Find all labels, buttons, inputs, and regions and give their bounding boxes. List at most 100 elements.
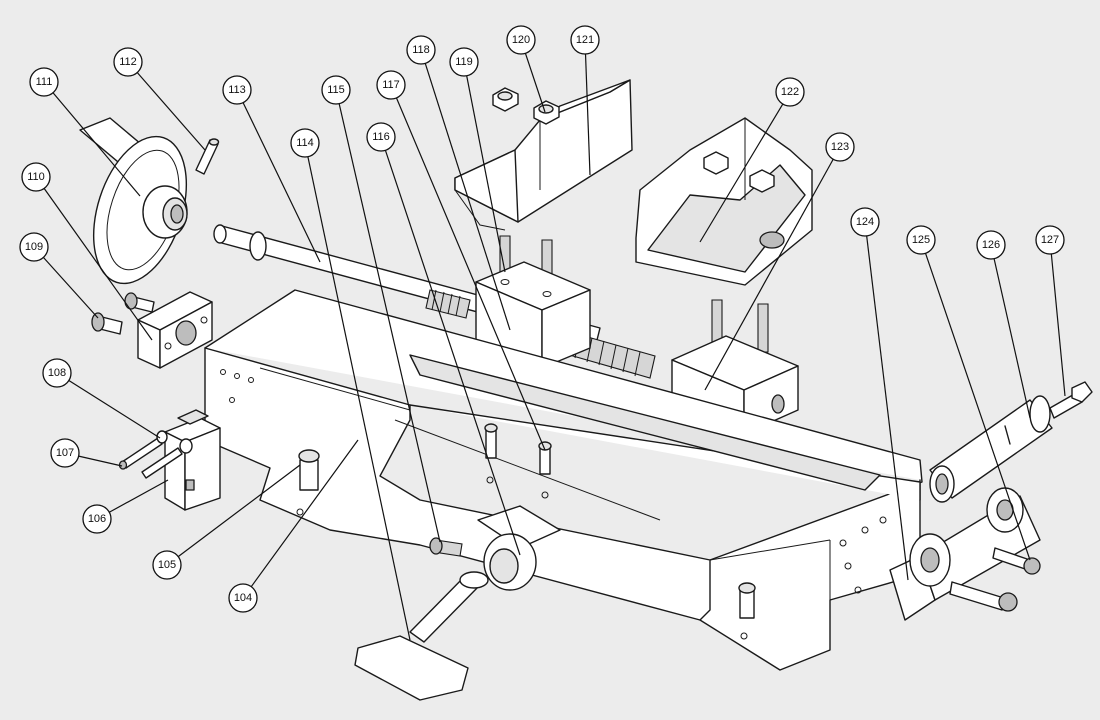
callout-120: 120 — [506, 25, 546, 113]
callout-leader — [307, 156, 411, 641]
callout-label: 116 — [372, 131, 390, 143]
main-base — [204, 289, 923, 671]
callout-leader — [338, 103, 441, 543]
callout-circle — [42, 358, 72, 388]
callout-109: 109 — [19, 232, 99, 319]
callout-leader — [177, 464, 301, 558]
callout-circle — [290, 128, 320, 158]
callout-leader — [52, 92, 141, 197]
callout-leader — [993, 258, 1031, 419]
callout-label: 120 — [512, 34, 530, 46]
callout-label: 111 — [36, 76, 53, 88]
pin — [195, 138, 220, 175]
callout-label: 124 — [856, 216, 874, 228]
callout-116: 116 — [366, 122, 521, 556]
callout-label: 127 — [1041, 234, 1059, 246]
callout-113: 113 — [222, 75, 321, 263]
callout-108: 108 — [42, 358, 161, 439]
callout-104: 104 — [228, 439, 359, 613]
callout-119: 119 — [449, 47, 506, 273]
callout-circle — [21, 162, 51, 192]
callout-label: 122 — [781, 86, 799, 98]
callout-label: 123 — [831, 141, 849, 153]
set-screw — [429, 537, 463, 557]
base-screw — [298, 423, 756, 619]
hex-nuts-upper — [492, 87, 560, 125]
callout-circle — [775, 77, 805, 107]
callout-label: 108 — [48, 367, 66, 379]
callout-label: 118 — [412, 44, 430, 56]
callout-label: 125 — [912, 234, 930, 246]
callout-leader — [584, 53, 591, 176]
cap-screws — [91, 292, 155, 335]
callout-circle — [366, 122, 396, 152]
callout-circle — [906, 225, 936, 255]
callout-118: 118 — [406, 35, 511, 331]
callout-circle — [976, 230, 1006, 260]
callout-123: 123 — [704, 132, 855, 391]
callout-122: 122 — [699, 77, 805, 243]
callout-circle — [228, 583, 258, 613]
callout-label: 110 — [27, 171, 45, 183]
callout-leader — [242, 102, 321, 263]
studs-and-block-left — [475, 235, 591, 369]
callout-leader — [466, 75, 506, 273]
crank-handle — [354, 571, 489, 701]
callout-111: 111 — [29, 67, 141, 197]
callout-circle — [1035, 225, 1065, 255]
callout-circle — [449, 47, 479, 77]
callout-circle — [50, 438, 80, 468]
callout-leader — [704, 158, 834, 391]
callout-121: 121 — [570, 25, 600, 176]
limit-switch — [164, 409, 221, 511]
switch-screws — [118, 430, 193, 479]
callout-leader — [250, 439, 359, 588]
callout-leader — [395, 97, 546, 451]
callout-leader — [699, 103, 784, 243]
callout-circle — [113, 47, 143, 77]
callout-circle — [321, 75, 351, 105]
bearing-block — [137, 291, 213, 369]
callout-leader — [108, 479, 169, 513]
callout-117: 117 — [376, 70, 546, 451]
callout-label: 119 — [455, 56, 473, 68]
callout-label: 105 — [158, 559, 176, 571]
callout-leader — [924, 253, 1031, 561]
callout-label: 114 — [296, 137, 314, 149]
bracket-assembly — [889, 487, 1041, 621]
callout-leader — [43, 188, 153, 341]
collar — [477, 505, 561, 591]
callout-circle — [29, 67, 59, 97]
callout-leader — [1050, 253, 1066, 397]
handwheel — [79, 117, 188, 285]
callout-circle — [152, 550, 182, 580]
callout-124: 124 — [850, 207, 909, 581]
callout-105: 105 — [152, 464, 301, 580]
callout-circle — [406, 35, 436, 65]
callout-106: 106 — [82, 479, 169, 534]
callouts: 1041051061071081091101111121131141151161… — [19, 25, 1066, 641]
callout-circle — [850, 207, 880, 237]
callout-leader — [384, 150, 521, 556]
callout-circle — [506, 25, 536, 55]
callout-leader — [68, 379, 161, 439]
callout-leader — [136, 72, 206, 151]
callout-114: 114 — [290, 128, 411, 641]
bushing — [929, 395, 1053, 503]
callout-label: 126 — [982, 239, 1000, 251]
callout-leader — [78, 455, 123, 467]
callout-label: 121 — [576, 34, 594, 46]
callout-circle — [19, 232, 49, 262]
callout-112: 112 — [113, 47, 206, 151]
callout-label: 104 — [234, 592, 252, 604]
callout-label: 107 — [56, 447, 74, 459]
callout-125: 125 — [906, 225, 1031, 561]
callout-label: 115 — [327, 84, 345, 96]
callout-126: 126 — [976, 230, 1031, 419]
callout-circle — [570, 25, 600, 55]
parts-drawing — [79, 79, 1093, 701]
callout-leader — [42, 256, 99, 319]
callout-circle — [376, 70, 406, 100]
